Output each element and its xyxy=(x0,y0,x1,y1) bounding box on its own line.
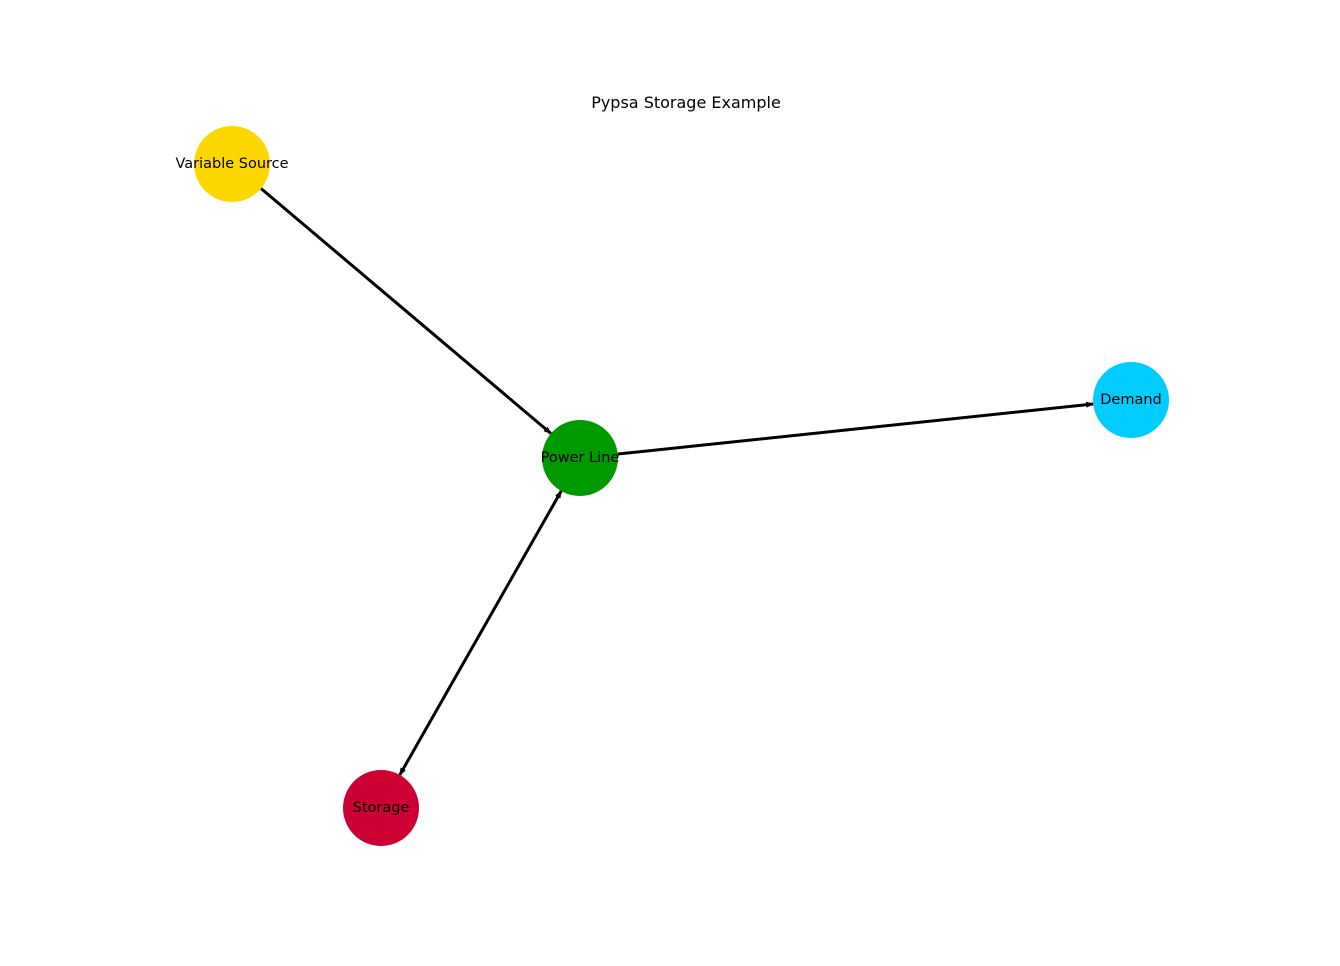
node-label-demand: Demand xyxy=(1100,392,1162,408)
node-storage: Storage xyxy=(343,770,419,846)
node-power-line: Power Line xyxy=(541,420,620,496)
node-circle-variable-source xyxy=(194,126,270,202)
node-variable-source: Variable Source xyxy=(175,126,289,202)
node-label-power-line: Power Line xyxy=(541,450,620,466)
node-label-storage: Storage xyxy=(353,800,410,816)
diagram-title: Pypsa Storage Example xyxy=(591,93,781,112)
edge-power-line-to-demand xyxy=(617,401,1095,456)
node-demand: Demand xyxy=(1093,362,1169,438)
node-label-variable-source: Variable Source xyxy=(175,156,288,172)
node-circle-storage xyxy=(343,770,419,846)
edges-layer xyxy=(260,187,1095,776)
edge-variable-source-to-power-line xyxy=(260,187,552,435)
edge-power-line-to-storage xyxy=(398,490,563,776)
node-circle-power-line xyxy=(542,420,618,496)
node-circle-demand xyxy=(1093,362,1169,438)
